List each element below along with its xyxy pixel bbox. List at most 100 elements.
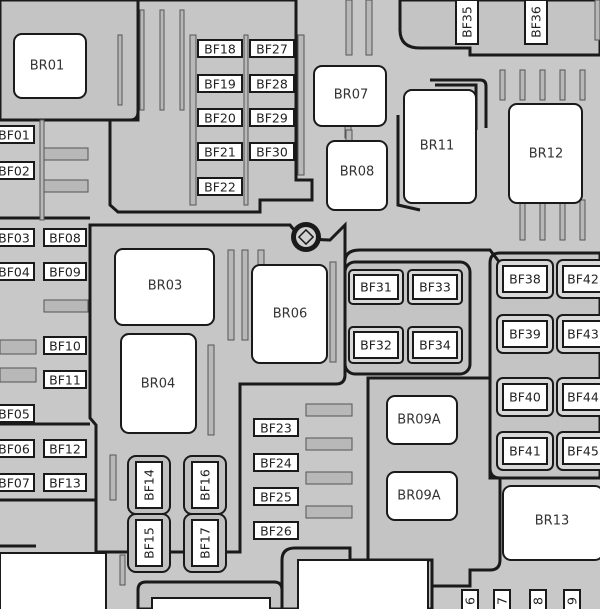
fuse-bf41[interactable]: BF41 — [496, 431, 554, 471]
rib-slot — [559, 199, 566, 241]
relay-label: BR06 — [273, 307, 308, 322]
fuse-partial-6[interactable]: 6 — [461, 589, 479, 609]
rib-slot — [594, 0, 600, 41]
fuse-label: BF26 — [260, 524, 292, 539]
fuse-label: BF12 — [49, 442, 81, 457]
fuse-bf36[interactable]: BF36 — [524, 0, 548, 45]
connector-block — [151, 597, 271, 609]
fuse-bf24[interactable]: BF24 — [253, 453, 299, 472]
fuse-bf44[interactable]: BF44 — [556, 377, 600, 417]
fuse-label: BF32 — [360, 338, 392, 353]
fuse-bf08[interactable]: BF08 — [43, 228, 87, 247]
fuse-bf19[interactable]: BF19 — [197, 74, 243, 93]
fuse-partial-9[interactable]: 9 — [563, 589, 581, 609]
fuse-bf10[interactable]: BF10 — [43, 336, 87, 355]
fuse-bf07[interactable]: BF07 — [0, 473, 35, 492]
rib-slot — [117, 34, 123, 106]
relay-label: BR09A — [397, 489, 440, 504]
relay-br09a-bottom[interactable]: BR09A — [386, 471, 458, 521]
relay-br12[interactable]: BR12 — [508, 103, 583, 204]
fuse-bf28[interactable]: BF28 — [249, 74, 295, 93]
fuse-label: BF34 — [419, 338, 451, 353]
rib-slot — [207, 344, 215, 436]
fuse-bf32[interactable]: BF32 — [348, 326, 404, 364]
relay-br09a-top[interactable]: BR09A — [386, 395, 458, 445]
fuse-label: BF24 — [260, 456, 292, 471]
fuse-label: BF16 — [198, 469, 213, 501]
fuse-bf33[interactable]: BF33 — [407, 269, 463, 305]
fuse-bf43[interactable]: BF43 — [556, 314, 600, 354]
fuse-partial-8[interactable]: 8 — [529, 589, 547, 609]
fuse-label: BF28 — [256, 77, 288, 92]
fuse-bf18[interactable]: BF18 — [197, 39, 243, 58]
fuse-bf13[interactable]: BF13 — [43, 473, 87, 492]
fuse-bf04[interactable]: BF04 — [0, 262, 35, 281]
rib-slot — [329, 261, 337, 363]
relay-br11[interactable]: BR11 — [403, 89, 477, 204]
relay-br13[interactable]: BR13 — [502, 485, 600, 561]
relay-br01[interactable]: BR01 — [13, 33, 87, 99]
fuse-bf45[interactable]: BF45 — [556, 431, 600, 471]
fuse-label: 6 — [463, 597, 478, 605]
fuse-bf15[interactable]: BF15 — [127, 513, 171, 573]
relay-br07[interactable]: BR07 — [313, 65, 387, 127]
fuse-bf02[interactable]: BF02 — [0, 161, 35, 180]
fuse-bf35[interactable]: BF35 — [455, 0, 479, 45]
fuse-bf17[interactable]: BF17 — [183, 513, 227, 573]
fuse-bf22[interactable]: BF22 — [197, 177, 243, 196]
fuse-bf09[interactable]: BF09 — [43, 262, 87, 281]
fuse-bf21[interactable]: BF21 — [197, 142, 243, 161]
fuse-bf38[interactable]: BF38 — [496, 259, 554, 299]
fuse-bf34[interactable]: BF34 — [407, 326, 463, 364]
fuse-bf11[interactable]: BF11 — [43, 370, 87, 389]
fuse-label: BF10 — [49, 339, 81, 354]
fuse-label: BF01 — [0, 128, 30, 143]
divider-line — [343, 248, 502, 264]
relay-label: BR09A — [397, 413, 440, 428]
fuse-bf12[interactable]: BF12 — [43, 439, 87, 458]
fuse-label: BF09 — [49, 265, 81, 280]
fuse-bf05[interactable]: BF05 — [0, 404, 35, 423]
fuse-bf39[interactable]: BF39 — [496, 314, 554, 354]
relay-label: BR04 — [141, 377, 176, 392]
fuse-bf01[interactable]: BF01 — [0, 125, 35, 144]
rib-slot — [519, 199, 526, 241]
fuse-bf29[interactable]: BF29 — [249, 108, 295, 127]
rib-slot — [0, 339, 37, 355]
fuse-bf31[interactable]: BF31 — [348, 269, 404, 305]
fuse-label: BF11 — [49, 373, 81, 388]
fuse-label: BF45 — [567, 444, 599, 459]
rib-slot — [109, 454, 117, 501]
fuse-bf26[interactable]: BF26 — [253, 521, 299, 540]
rib-slot — [305, 471, 353, 485]
connector-block — [297, 559, 429, 609]
relay-br03[interactable]: BR03 — [114, 248, 215, 326]
fuse-bf27[interactable]: BF27 — [249, 39, 295, 58]
rib-slot — [499, 69, 506, 101]
fuse-label: BF40 — [509, 390, 541, 405]
fuse-bf06[interactable]: BF06 — [0, 439, 35, 458]
fuse-partial-7[interactable]: 7 — [493, 589, 511, 609]
relay-label: BR07 — [334, 88, 369, 103]
fuse-bf25[interactable]: BF25 — [253, 487, 299, 506]
fuse-bf30[interactable]: BF30 — [249, 142, 295, 161]
fuse-bf42[interactable]: BF42 — [556, 259, 600, 299]
fuse-bf20[interactable]: BF20 — [197, 108, 243, 127]
divider-line — [430, 78, 488, 128]
fuse-label: 9 — [565, 597, 580, 605]
mounting-bolt-icon — [291, 222, 321, 252]
fuse-bf23[interactable]: BF23 — [253, 418, 299, 437]
rib-slot — [39, 119, 45, 221]
fuse-bf03[interactable]: BF03 — [0, 228, 35, 247]
relay-br06[interactable]: BR06 — [251, 264, 328, 364]
rib-slot — [179, 9, 185, 111]
fuse-label: BF23 — [260, 421, 292, 436]
fuse-label: BF41 — [509, 444, 541, 459]
fuse-bf14[interactable]: BF14 — [127, 455, 171, 515]
divider-line — [396, 115, 421, 212]
fuse-bf40[interactable]: BF40 — [496, 377, 554, 417]
relay-br04[interactable]: BR04 — [120, 333, 197, 434]
relay-br08[interactable]: BR08 — [326, 140, 388, 211]
fuse-bf16[interactable]: BF16 — [183, 455, 227, 515]
